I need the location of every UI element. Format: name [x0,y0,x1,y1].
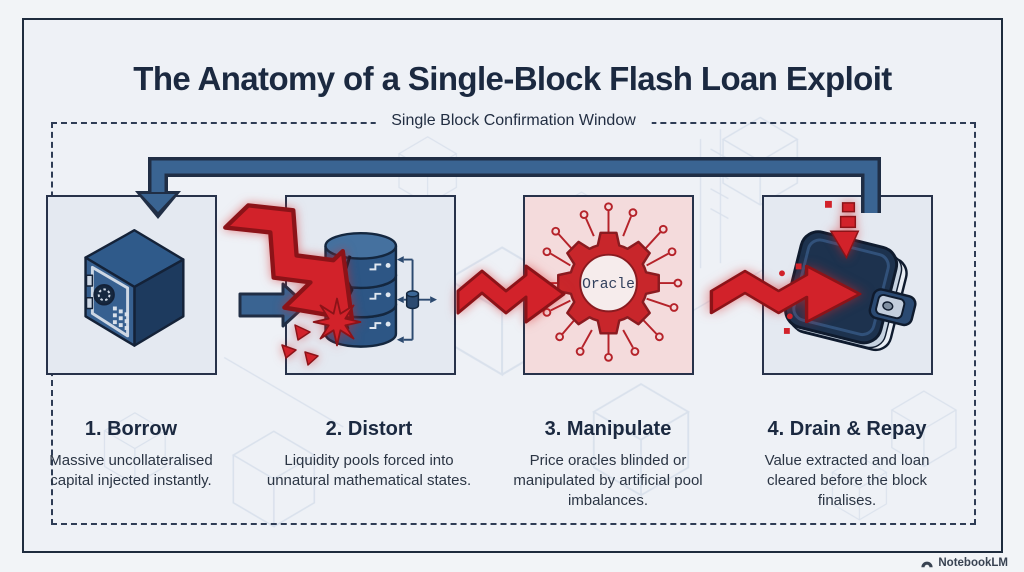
drain-repay-box [762,195,933,375]
database-crash-icon [324,231,437,348]
oracle-gear-icon: Oracle [536,202,683,362]
distort-box [285,195,456,375]
step-manipulate: 3. Manipulate Price oracles blinded or m… [496,418,720,510]
confirmation-window-label: Single Block Confirmation Window [375,112,652,130]
borrow-box [46,195,217,375]
step-description: Liquidity pools forced into unnatural ma… [266,452,472,489]
step-title: 4. Drain & Repay [767,418,927,440]
step-borrow: 1. Borrow Massive uncollateralised capit… [19,418,243,491]
wallet-drain-icon [775,200,917,352]
notebooklm-watermark: NotebookLM [920,557,1008,569]
vault-icon [84,229,185,347]
step-title: 1. Borrow [84,418,178,440]
notebooklm-logo-icon [921,561,933,568]
manipulate-box: Oracle [523,195,694,375]
step-description: Price oracles blinded or manipulated by … [513,452,703,509]
step-distort: 2. Distort Liquidity pools forced into u… [257,418,481,491]
step-description: Massive uncollateralised capital injecte… [49,452,213,489]
step-description: Value extracted and loan cleared before … [764,452,930,509]
watermark-label: NotebookLM [938,557,1008,569]
oracle-label: Oracle [582,277,635,293]
page-title: The Anatomy of a Single-Block Flash Loan… [133,60,892,97]
step-title: 2. Distort [325,418,413,440]
step-drain-repay: 4. Drain & Repay Value extracted and loa… [735,418,959,510]
step-title: 3. Manipulate [544,418,672,440]
